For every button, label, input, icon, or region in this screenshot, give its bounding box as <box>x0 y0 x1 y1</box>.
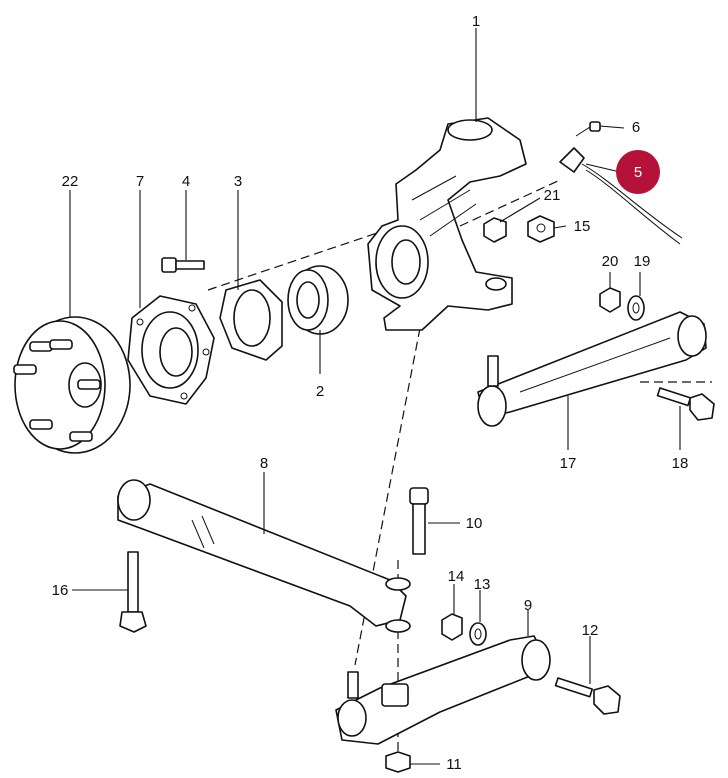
callout-17[interactable]: 17 <box>560 455 577 472</box>
callout-20[interactable]: 20 <box>602 253 619 270</box>
callout-5[interactable]: 5 <box>634 164 642 181</box>
callout-21[interactable]: 21 <box>544 187 561 204</box>
washer-19-part[interactable] <box>627 295 645 321</box>
callout-15[interactable]: 15 <box>574 218 591 235</box>
nut-15-part[interactable] <box>527 215 555 243</box>
nut-11-part[interactable] <box>385 751 411 773</box>
callout-16[interactable]: 16 <box>52 582 69 599</box>
bolt-4-part[interactable] <box>161 257 205 273</box>
control-arm-9-part[interactable] <box>335 635 551 745</box>
wheel-carrier-part[interactable] <box>367 117 527 331</box>
bolt-10-part[interactable] <box>409 487 429 555</box>
wheel-hub-part[interactable] <box>13 316 131 454</box>
callout-13[interactable]: 13 <box>474 576 491 593</box>
washer-13-part[interactable] <box>469 622 487 646</box>
screw-6-part[interactable] <box>575 121 601 137</box>
wheel-stud-group <box>13 339 101 442</box>
control-arm-17-part[interactable] <box>477 311 707 427</box>
callout-10[interactable]: 10 <box>466 515 483 532</box>
transverse-link-8-part[interactable] <box>117 479 407 627</box>
callout-11[interactable]: 11 <box>446 756 462 773</box>
callout-12[interactable]: 12 <box>582 622 599 639</box>
callout-14[interactable]: 14 <box>448 568 465 585</box>
callout-3[interactable]: 3 <box>234 173 242 190</box>
callout-19[interactable]: 19 <box>634 253 651 270</box>
bolt-12-part[interactable] <box>554 677 621 715</box>
callout-22[interactable]: 22 <box>62 173 79 190</box>
nut-14-part[interactable] <box>441 613 463 641</box>
callout-7[interactable]: 7 <box>136 173 144 190</box>
bolt-16-part[interactable] <box>119 551 147 633</box>
callout-5-highlight-circle[interactable] <box>616 150 660 194</box>
spacer-part <box>385 577 411 633</box>
callout-9[interactable]: 9 <box>524 597 532 614</box>
bolt-18-part[interactable] <box>656 387 715 421</box>
nut-20-part[interactable] <box>599 287 621 313</box>
callout-1[interactable]: 1 <box>472 13 480 30</box>
callout-18[interactable]: 18 <box>672 455 689 472</box>
drive-flange-part[interactable] <box>127 295 215 405</box>
callout-6[interactable]: 6 <box>632 119 640 136</box>
callout-4[interactable]: 4 <box>182 173 190 190</box>
speed-sensor-part[interactable] <box>559 147 683 245</box>
leader-lines <box>69 28 681 765</box>
callout-2[interactable]: 2 <box>316 383 324 400</box>
callouts: 1 2 3 4 5 6 7 8 9 10 11 12 13 14 15 16 1… <box>52 13 689 773</box>
cover-plate-part[interactable] <box>219 279 283 361</box>
nut-21-part[interactable] <box>483 217 507 243</box>
callout-8[interactable]: 8 <box>260 455 268 472</box>
wheel-bearing-part[interactable] <box>287 265 349 335</box>
